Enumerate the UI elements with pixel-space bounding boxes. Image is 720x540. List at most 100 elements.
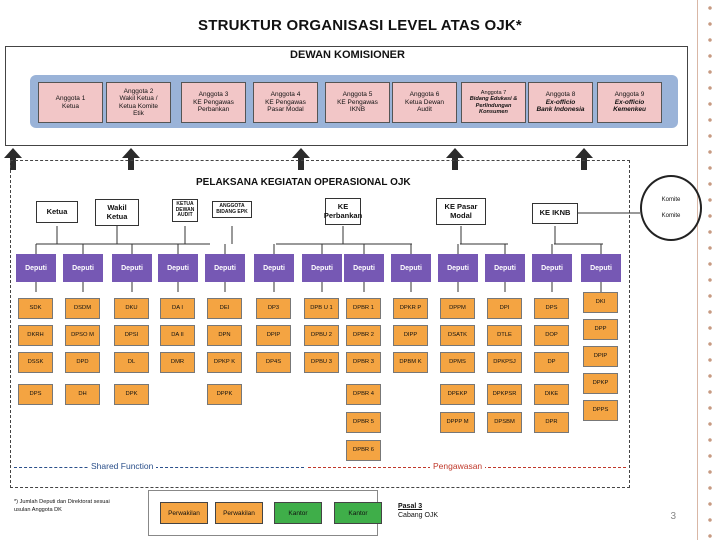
manager-line: DEWAN xyxy=(175,206,195,213)
slide-edge-rule xyxy=(697,0,698,540)
anggota-line: Bidang Edukasi & xyxy=(469,96,518,103)
direktorat-box: DPIP xyxy=(583,346,618,367)
manager-line: Ketua xyxy=(46,206,68,216)
direktorat-box: DPR xyxy=(534,412,569,433)
anggota-line: Anggota 8 xyxy=(545,91,576,99)
deputi-box: Deputi xyxy=(581,254,621,282)
anggota-line: Bank Indonesia xyxy=(536,106,585,114)
direktorat-box: SDK xyxy=(18,298,53,319)
anggota-line: Anggota 1 xyxy=(55,95,86,103)
direktorat-box: DEI xyxy=(207,298,242,319)
manager-line: KE Pasar xyxy=(444,202,478,212)
direktorat-box: DSDM xyxy=(65,298,100,319)
pasal-text: Cabang OJK xyxy=(398,512,439,520)
deputi-box: Deputi xyxy=(112,254,152,282)
anggota-line: Kemenkeu xyxy=(613,106,646,114)
deputi-box: Deputi xyxy=(391,254,431,282)
up-arrow-icon xyxy=(122,148,140,170)
direktorat-box: DPS xyxy=(534,298,569,319)
anggota-line: Ketua Komite xyxy=(118,102,159,110)
legend-item: Kantor xyxy=(274,502,322,524)
direktorat-box: DMR xyxy=(160,352,195,373)
manager-line: KE IKNB xyxy=(539,208,571,218)
manager-line: ANGGOTA xyxy=(219,203,245,209)
direktorat-box: DIKE xyxy=(534,384,569,405)
anggota-line: IKNB xyxy=(349,106,366,114)
anggota-line: Anggota 7 xyxy=(480,89,507,96)
pasal-note: Pasal 3 Cabang OJK xyxy=(398,502,438,520)
deputi-box: Deputi xyxy=(438,254,478,282)
direktorat-box: DOP xyxy=(534,325,569,346)
direktorat-box: DPBR 2 xyxy=(346,325,381,346)
anggota-line: Anggota 9 xyxy=(614,91,645,99)
direktorat-box: DA I xyxy=(160,298,195,319)
deputi-box: Deputi xyxy=(344,254,384,282)
direktorat-box: DP4S xyxy=(256,352,291,373)
deputi-box: Deputi xyxy=(63,254,103,282)
shared-function-line xyxy=(14,467,304,468)
manager-line: BIDANG EPK xyxy=(216,208,248,215)
direktorat-box: DPPP M xyxy=(440,412,475,433)
direktorat-box: DPBR 1 xyxy=(346,298,381,319)
dewan-komisioner-title: DEWAN KOMISIONER xyxy=(290,49,405,61)
manager-line: KE xyxy=(337,202,349,212)
direktorat-box: DPBM K xyxy=(393,352,428,373)
direktorat-box: DL xyxy=(114,352,149,373)
direktorat-box: DPMS xyxy=(440,352,475,373)
direktorat-box: DPEKP xyxy=(440,384,475,405)
deputi-box: Deputi xyxy=(205,254,245,282)
direktorat-box: DPD xyxy=(65,352,100,373)
pengawasan-label: Pengawasan xyxy=(430,461,486,471)
legend-item: Perwakilan xyxy=(160,502,208,524)
pelaksana-frame xyxy=(10,160,630,488)
anggota-line: Perlindungan xyxy=(475,102,512,109)
direktorat-box: DKRH xyxy=(18,325,53,346)
anggota-line: Anggota 6 xyxy=(409,91,440,99)
direktorat-box: DPKPSR xyxy=(487,384,522,405)
anggota-line: Audit xyxy=(417,106,432,114)
deputi-box: Deputi xyxy=(158,254,198,282)
manager-line: Wakil xyxy=(107,203,127,213)
anggota-line: Pasar Modal xyxy=(267,106,304,114)
anggota-line: KE Pengawas xyxy=(265,98,306,106)
footnote: *) Jumlah Deputi dan Direktorat sesuai u… xyxy=(14,499,110,515)
direktorat-box: DPIP xyxy=(256,325,291,346)
anggota-line: KE Pengawas xyxy=(337,98,378,106)
direktorat-box: DPBR 3 xyxy=(346,352,381,373)
direktorat-box: DPBU 3 xyxy=(304,352,339,373)
shared-function-label: Shared Function xyxy=(88,461,157,471)
manager-line: Modal xyxy=(450,210,472,220)
direktorat-box: DPBU 2 xyxy=(304,325,339,346)
direktorat-box: DPPM xyxy=(440,298,475,319)
direktorat-box: DPSBM xyxy=(487,412,522,433)
deputi-box: Deputi xyxy=(485,254,525,282)
direktorat-box: DPKP xyxy=(583,373,618,394)
anggota-line: Wakil Ketua / xyxy=(119,95,158,103)
deputi-box: Deputi xyxy=(254,254,294,282)
anggota-line: KE Pengawas xyxy=(193,98,234,106)
direktorat-box: DPN xyxy=(207,325,242,346)
direktorat-box: DP xyxy=(534,352,569,373)
direktorat-box: DIPP xyxy=(393,325,428,346)
footnote-line-1: *) Jumlah Deputi dan Direktorat sesuai xyxy=(14,499,110,505)
direktorat-box: DSATK xyxy=(440,325,475,346)
komite-label-1: Komite xyxy=(661,197,681,203)
direktorat-box: DH xyxy=(65,384,100,405)
chart-title: STRUKTUR ORGANISASI LEVEL ATAS OJK* xyxy=(198,17,522,34)
direktorat-box: DPK xyxy=(114,384,149,405)
up-arrow-icon xyxy=(292,148,310,170)
anggota-line: Konsumen xyxy=(479,108,508,115)
direktorat-box: DA II xyxy=(160,325,195,346)
